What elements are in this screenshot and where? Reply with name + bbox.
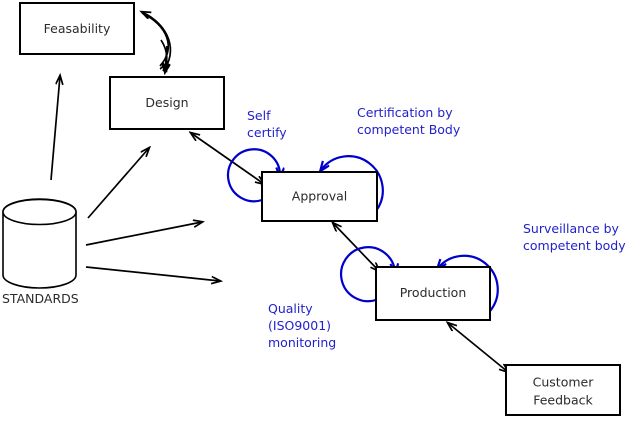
annotation-surveillance-line1: Surveillance by <box>523 221 620 236</box>
edge-design-to-approval <box>191 133 264 184</box>
node-customer-feedback[interactable]: Customer Feedback <box>505 364 621 416</box>
loop-quality-monitoring <box>340 246 395 303</box>
node-label-design: Design <box>145 95 188 110</box>
edge-standards-to-production <box>85 266 220 281</box>
node-label-production: Production <box>400 285 467 300</box>
node-label-feasability: Feasability <box>44 21 111 36</box>
annotation-quality-line3: monitoring <box>268 335 336 350</box>
annotation-certification-by-competent-body: Certification by competent Body <box>357 105 461 137</box>
edge-production-to-customer-feedback <box>448 323 508 372</box>
annotation-self-certify-line2: certify <box>247 125 287 140</box>
node-approval[interactable]: Approval <box>261 171 378 222</box>
node-label-customer-feedback-line2: Feedback <box>533 393 593 408</box>
node-label-approval: Approval <box>292 189 347 204</box>
annotation-quality-monitoring: Quality (ISO9001) monitoring <box>268 301 336 350</box>
node-standards-datastore[interactable]: STANDARDS <box>2 198 79 306</box>
annotation-self-certify: Self certify <box>247 108 287 140</box>
annotation-certification-line2: competent Body <box>357 122 461 137</box>
edge-design-to-feasability <box>142 12 172 72</box>
loop-self-certify <box>226 148 280 203</box>
node-label-customer-feedback-line1: Customer <box>533 375 595 390</box>
edge-standards-to-approval <box>85 222 202 246</box>
annotation-surveillance-line2: competent body <box>523 238 626 253</box>
loop-certification-by-competent-body <box>321 155 384 212</box>
annotation-surveillance-by-competent-body: Surveillance by competent body <box>523 221 626 253</box>
edge-standards-to-design <box>87 148 149 219</box>
node-production[interactable]: Production <box>375 266 491 321</box>
node-design[interactable]: Design <box>109 76 225 130</box>
annotation-certification-line1: Certification by <box>357 105 453 120</box>
node-label-standards: STANDARDS <box>2 291 79 306</box>
annotation-quality-line1: Quality <box>268 301 313 316</box>
annotation-self-certify-line1: Self <box>247 108 271 123</box>
annotation-quality-line2: (ISO9001) <box>268 318 331 333</box>
loop-surveillance <box>438 254 499 312</box>
edge-approval-to-production <box>333 223 379 271</box>
edge-standards-to-feasability <box>50 76 60 181</box>
node-feasability[interactable]: Feasability <box>19 2 135 55</box>
